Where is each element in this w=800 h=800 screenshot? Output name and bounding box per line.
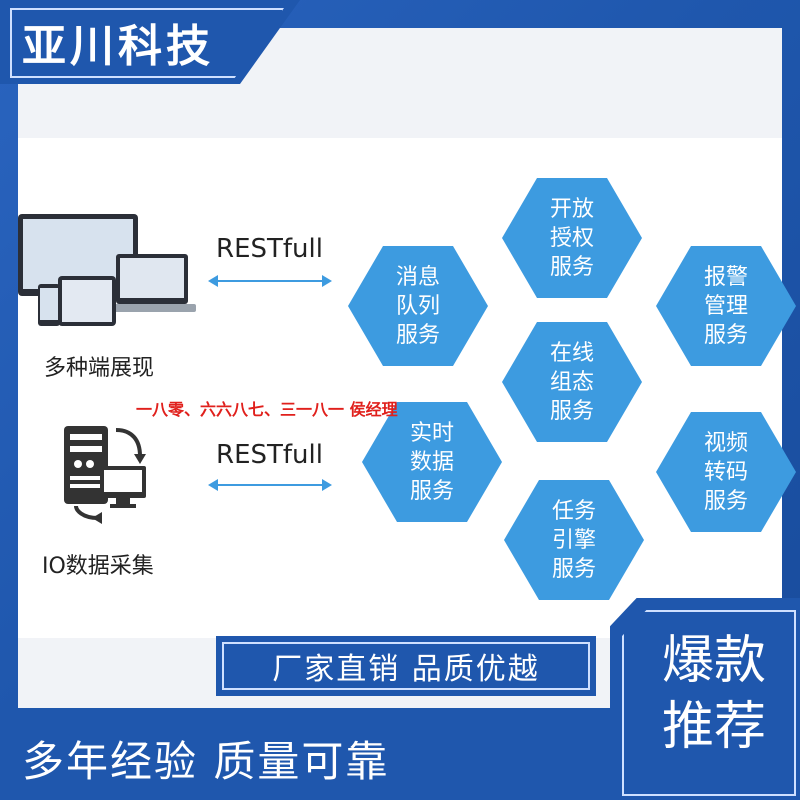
service-label: 视频 转码 服务: [703, 430, 748, 514]
brand-badge: [0, 0, 300, 84]
laptop-icon: [116, 254, 188, 304]
double-arrow-icon: [208, 275, 332, 287]
devices-illustration: [18, 214, 196, 334]
service-hex-realtime-data: 实时 数据 服务: [362, 402, 502, 522]
slogan-text: 多年经验 质量可靠: [22, 737, 390, 786]
service-label: 任务 引擎 服务: [551, 498, 596, 582]
service-label: 报警 管理 服务: [703, 264, 748, 348]
laptop-base: [108, 304, 196, 312]
rest-label-bottom: RESTfull: [216, 440, 323, 470]
double-arrow-icon: [208, 479, 332, 491]
phone-icon: [38, 284, 60, 326]
service-label: 消息 队列 服务: [395, 264, 440, 348]
center-banner-text: 厂家直销 品质优越: [272, 652, 540, 687]
server-sync-icon: [64, 426, 146, 524]
service-label: 在线 组态 服务: [549, 340, 594, 424]
hot-badge-border: [622, 610, 796, 796]
tablet-icon: [58, 276, 116, 326]
hot-badge-text: 爆款 推荐: [661, 631, 766, 757]
hot-badge: [610, 598, 800, 800]
diagram-area: [18, 138, 782, 638]
service-label: 开放 授权 服务: [549, 196, 594, 280]
brand-title: 亚川科技: [22, 21, 214, 72]
center-banner: 厂家直销 品质优越: [216, 636, 596, 696]
contact-note: 一八零、六六八七、三一八一 侯经理: [136, 400, 398, 419]
multi-terminal-label: 多种端展现: [44, 356, 155, 381]
service-hex-message-queue: 消息 队列 服务: [348, 246, 488, 366]
service-label: 实时 数据 服务: [409, 420, 454, 504]
io-label: IO数据采集: [42, 554, 154, 579]
center-banner-border: 厂家直销 品质优越: [222, 642, 590, 690]
rest-label-top: RESTfull: [216, 234, 323, 264]
